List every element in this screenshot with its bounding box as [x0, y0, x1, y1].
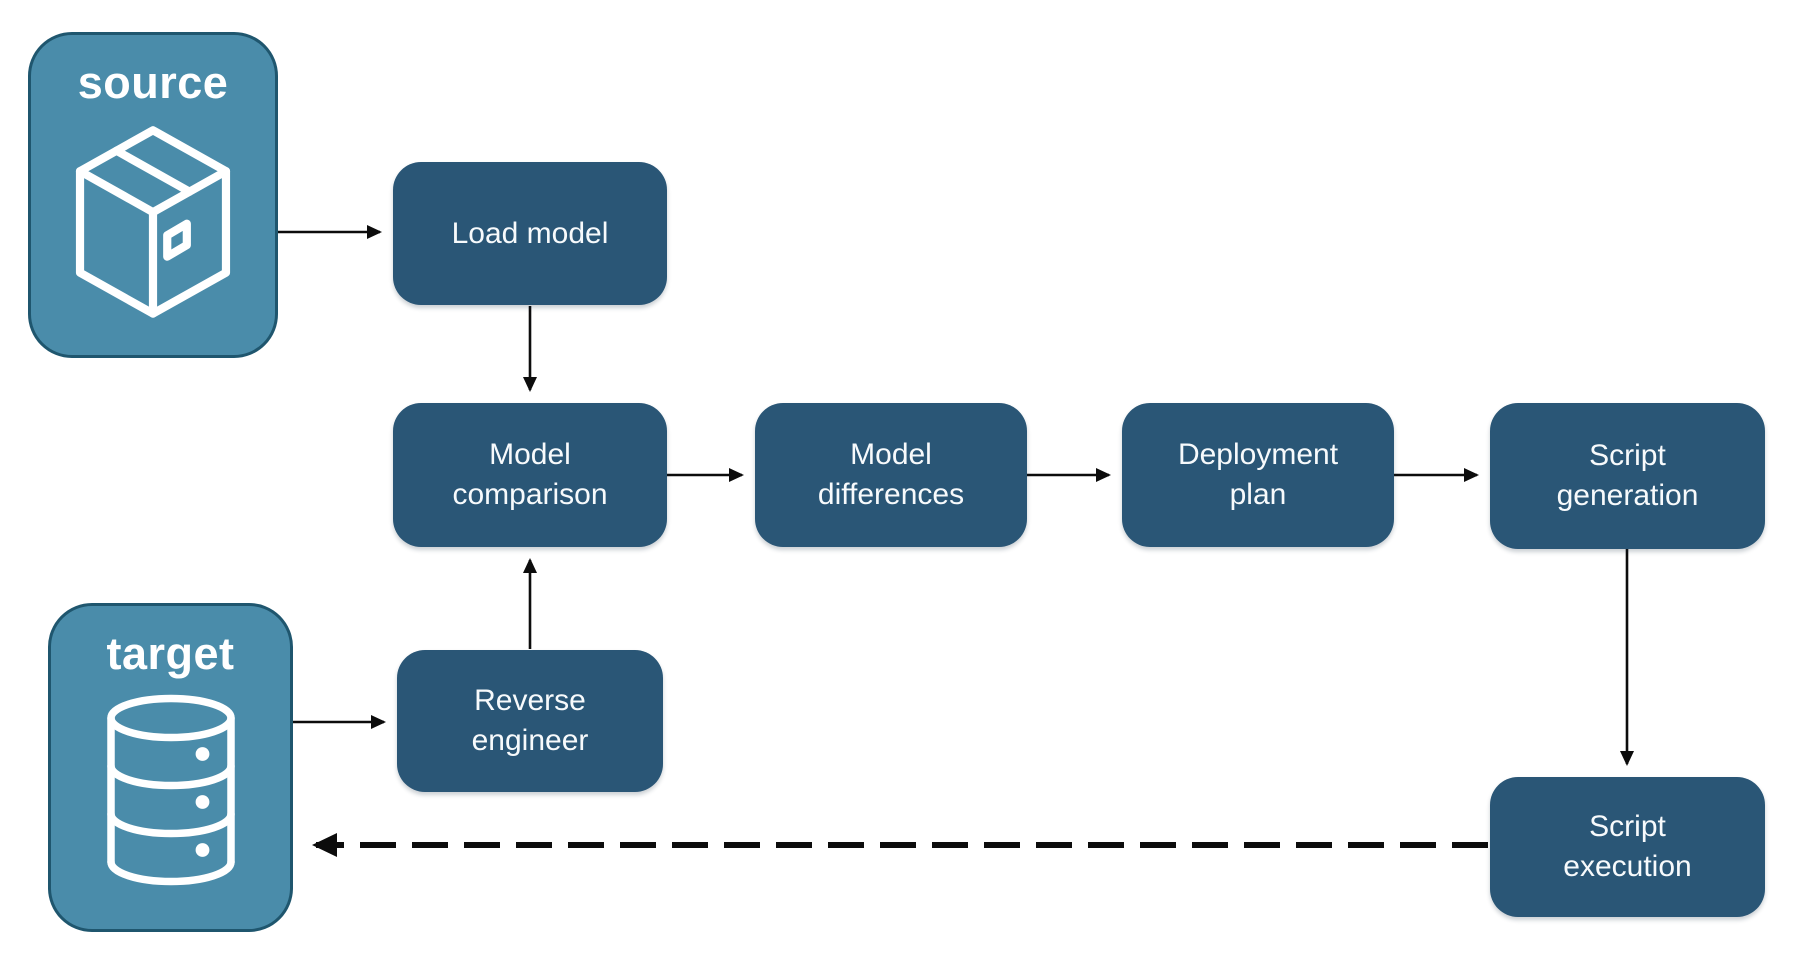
node-label: Script execution — [1563, 810, 1692, 883]
database-icon — [96, 694, 246, 886]
node-script-generation: Script generation — [1490, 403, 1765, 549]
node-label: Model differences — [817, 438, 965, 511]
target-label: target — [106, 628, 235, 679]
node-label: Script generation — [1556, 439, 1699, 512]
node-script-execution: Script execution — [1490, 777, 1765, 917]
node-deployment-plan: Deployment plan — [1122, 403, 1394, 547]
source-label: source — [77, 57, 229, 108]
node-model-comparison: Model comparison — [393, 403, 667, 547]
node-label: Model comparison — [452, 438, 608, 511]
node-reverse-engineer: Reverse engineer — [397, 650, 663, 792]
node-source: source — [28, 32, 278, 358]
package-icon — [64, 123, 242, 328]
node-load-model: Load model — [393, 162, 667, 305]
node-label: Load model — [451, 216, 609, 250]
node-label: Reverse engineer — [471, 684, 589, 757]
node-label: Deployment plan — [1177, 438, 1339, 511]
node-target: target — [48, 603, 293, 932]
node-model-differences: Model differences — [755, 403, 1027, 547]
